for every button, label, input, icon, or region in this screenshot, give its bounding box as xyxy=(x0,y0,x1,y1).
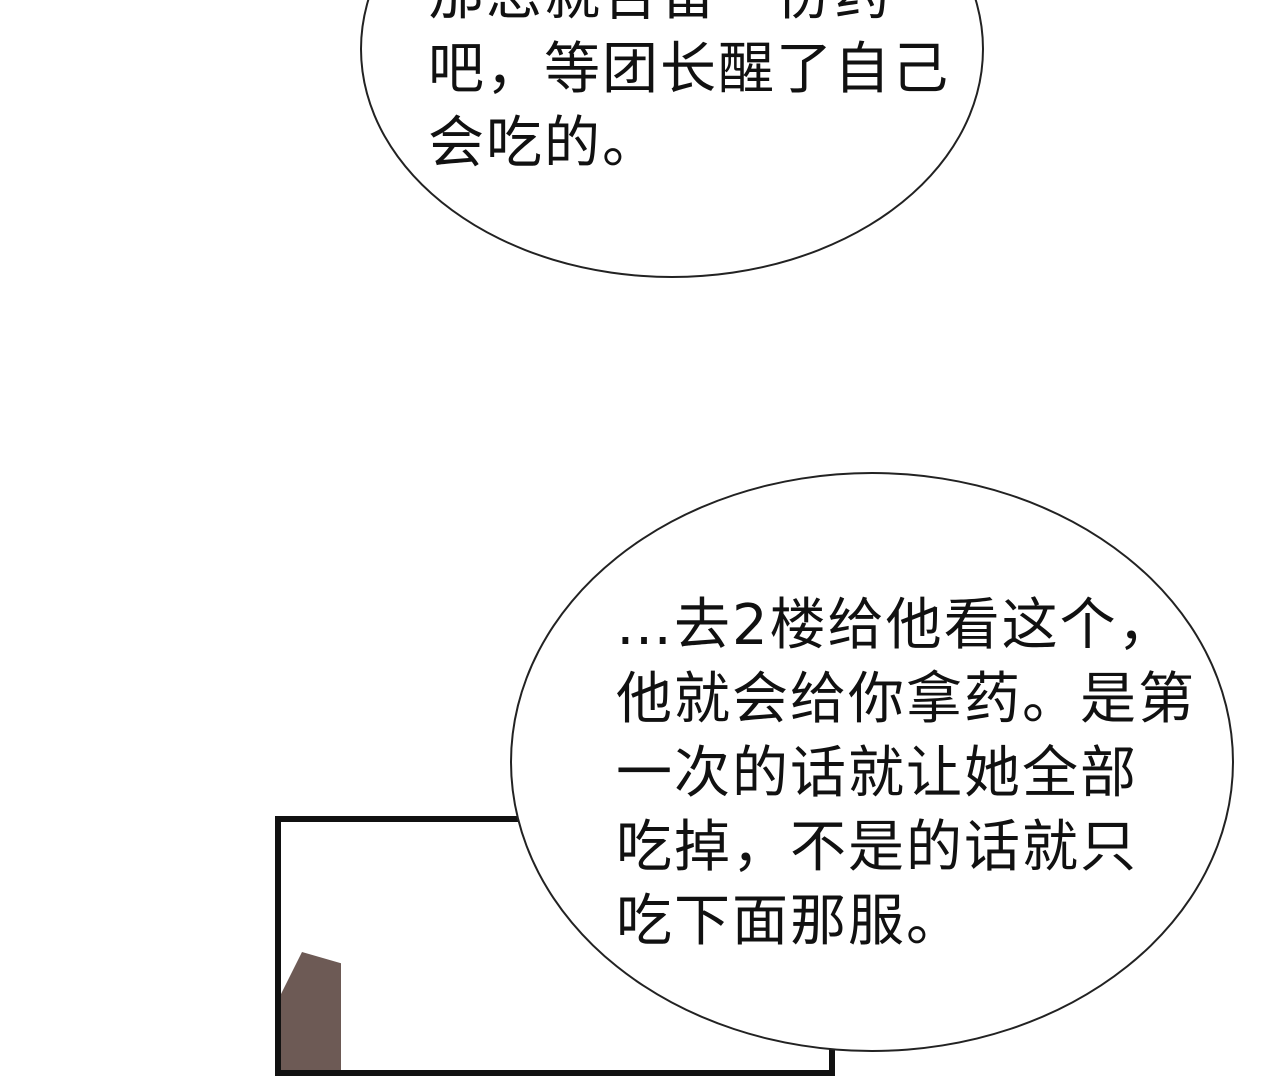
speech-line: 一次的话就让她全部 xyxy=(616,741,1138,806)
speech-line: 那您就告留一份药 xyxy=(428,0,950,33)
speech-line: 吃掉，不是的话就只 xyxy=(616,815,1138,880)
speech-bubble-bottom-text: …去2楼给他看这个， 他就会给你拿药。是第 一次的话就让她全部 吃掉，不是的话就… xyxy=(616,589,1196,959)
speech-line: 吃下面那服。 xyxy=(616,889,964,954)
speech-bubble-top-text: 那您就告留一份药 吧，等团长醒了自己 会吃的。 xyxy=(428,0,950,181)
speech-line: 吧，等团长醒了自己 xyxy=(428,37,950,102)
speech-line: 会吃的。 xyxy=(428,111,660,176)
speech-line: …去2楼给他看这个， xyxy=(616,593,1176,658)
speech-line: 他就会给你拿药。是第 xyxy=(616,667,1196,732)
panel-artwork-fragment xyxy=(281,952,341,1070)
speech-bubble-top: 那您就告留一份药 吧，等团长醒了自己 会吃的。 xyxy=(360,0,984,278)
speech-bubble-bottom: …去2楼给他看这个， 他就会给你拿药。是第 一次的话就让她全部 吃掉，不是的话就… xyxy=(510,472,1234,1052)
